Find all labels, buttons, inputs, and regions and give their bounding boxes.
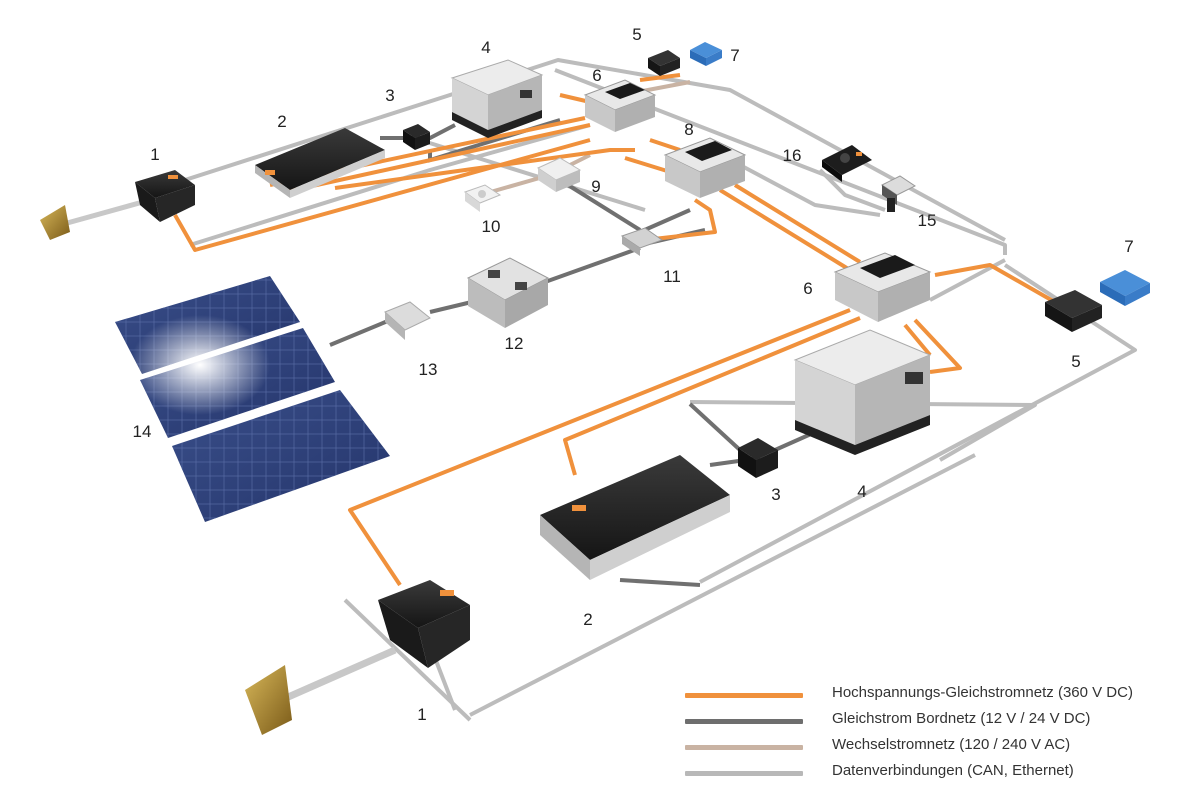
generator-upper — [450, 59, 544, 138]
module-5-lower — [1045, 290, 1102, 332]
legend-swatch — [685, 771, 803, 776]
label-module-5-lower: 5 — [1071, 352, 1080, 371]
label-blue-unit-upper: 7 — [730, 46, 739, 65]
legend-label: Gleichstrom Bordnetz (12 V / 24 V DC) — [832, 710, 1091, 727]
label-inverter: 12 — [505, 334, 524, 353]
battery-lower — [540, 455, 730, 580]
label-battery-lower: 2 — [583, 610, 592, 629]
label-dc-converter-lower: 3 — [771, 485, 780, 504]
display-panel — [822, 145, 872, 182]
label-generator-upper: 4 — [481, 38, 490, 57]
solar-panels — [115, 276, 390, 522]
label-blue-unit-lower: 7 — [1124, 237, 1133, 256]
label-throttle-lever: 15 — [918, 211, 937, 230]
legend-item-ac: Wechselstromnetz (120 / 240 V AC) — [685, 734, 1165, 760]
label-dc-converter-upper: 3 — [385, 86, 394, 105]
dc-converter-lower — [738, 438, 778, 478]
dc-converter-upper — [403, 124, 430, 150]
label-generator-lower: 4 — [857, 482, 866, 501]
module-5-upper — [648, 50, 680, 76]
label-propeller-drive-upper: 1 — [150, 145, 159, 164]
propeller-drive-upper — [40, 170, 195, 240]
label-shore-socket: 10 — [482, 217, 501, 236]
legend-item-hv-dc: Hochspannungs-Gleichstromnetz (360 V DC) — [685, 682, 1165, 708]
label-distribution-hub-upper: 6 — [592, 66, 601, 85]
blue-unit-lower — [1100, 270, 1150, 306]
legend-swatch — [685, 745, 803, 750]
shore-socket — [463, 184, 502, 212]
solar-controller — [384, 301, 431, 340]
hv-dc-connections — [173, 73, 1061, 587]
central-hub — [663, 137, 747, 198]
label-central-hub: 8 — [684, 120, 693, 139]
label-propeller-drive-lower: 1 — [417, 705, 426, 724]
legend-swatch — [685, 693, 803, 698]
legend-label: Datenverbindungen (CAN, Ethernet) — [832, 762, 1074, 779]
distribution-hub-lower — [833, 252, 932, 322]
propeller-drive-lower — [245, 580, 470, 735]
throttle-lever — [881, 175, 916, 212]
legend-item-data: Datenverbindungen (CAN, Ethernet) — [685, 760, 1165, 786]
label-display-panel: 16 — [783, 146, 802, 165]
legend-item-dc-board: Gleichstrom Bordnetz (12 V / 24 V DC) — [685, 708, 1165, 734]
distribution-hub-upper — [583, 79, 657, 132]
label-junction-box: 11 — [663, 267, 681, 286]
label-ac-box: 9 — [591, 177, 600, 196]
legend-swatch — [685, 719, 803, 724]
legend-label: Hochspannungs-Gleichstromnetz (360 V DC) — [832, 684, 1133, 701]
inverter — [466, 257, 550, 328]
label-distribution-hub-lower: 6 — [803, 279, 812, 298]
legend: Hochspannungs-Gleichstromnetz (360 V DC)… — [685, 682, 1165, 786]
blue-unit-upper — [690, 42, 722, 66]
label-module-5-upper: 5 — [632, 25, 641, 44]
ac-box — [536, 157, 582, 192]
label-solar-controller: 13 — [419, 360, 438, 379]
label-solar-panels: 14 — [133, 422, 152, 441]
battery-upper — [255, 128, 385, 198]
junction-box — [620, 227, 664, 256]
label-battery-upper: 2 — [277, 112, 286, 131]
generator-lower — [793, 329, 932, 455]
legend-label: Wechselstromnetz (120 / 240 V AC) — [832, 736, 1071, 753]
